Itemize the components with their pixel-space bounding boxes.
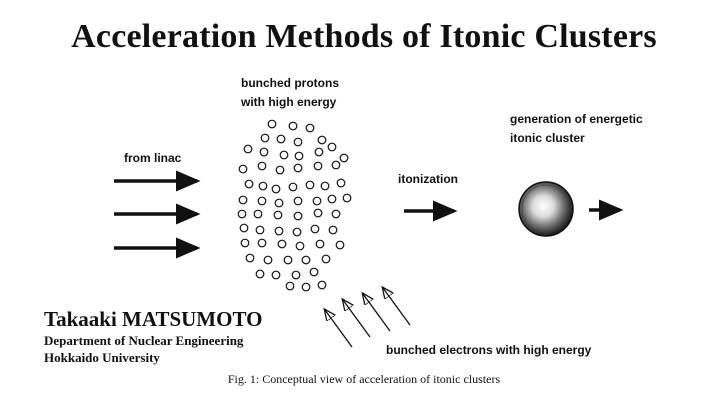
proton-circle	[336, 178, 346, 188]
author-name: Takaaki MATSUMOTO	[44, 307, 263, 331]
proton-circle	[295, 241, 305, 251]
protons-label-line2: with high energy	[241, 95, 337, 109]
itonic-cluster	[518, 181, 574, 237]
electron-arrow-4	[383, 288, 411, 326]
proton-circle	[258, 181, 268, 191]
proton-circle	[342, 193, 352, 203]
proton-circle	[255, 225, 265, 235]
proton-circle	[283, 255, 293, 265]
proton-circle	[331, 160, 341, 170]
proton-circle	[335, 240, 345, 250]
proton-circle	[294, 151, 304, 161]
proton-circle	[274, 198, 284, 208]
proton-circle	[331, 209, 341, 219]
proton-circle	[327, 194, 337, 204]
proton-circle	[293, 211, 303, 221]
proton-circle	[301, 255, 311, 265]
proton-circle	[267, 119, 277, 129]
electron-arrow-2	[343, 300, 371, 338]
proton-circle	[237, 209, 247, 219]
proton-circle	[328, 225, 338, 235]
electron-arrow-3	[363, 294, 391, 332]
proton-circle	[292, 227, 302, 237]
proton-circle	[288, 182, 298, 192]
proton-circle	[253, 209, 263, 219]
generation-label-line1: generation of energetic	[510, 112, 643, 126]
proton-circle	[327, 142, 337, 152]
figure-caption: Fig. 1: Conceptual view of acceleration …	[227, 372, 501, 386]
itonization-label: itonization	[398, 172, 458, 186]
proton-circle	[288, 121, 298, 131]
proton-circle	[238, 195, 248, 205]
proton-circle	[301, 282, 311, 292]
proton-circle	[245, 253, 255, 263]
diagram-title: Acceleration Methods of Itonic Clusters	[71, 18, 657, 55]
proton-circle	[310, 224, 320, 234]
proton-circle	[339, 153, 349, 163]
proton-circle	[305, 123, 315, 133]
proton-circle	[320, 181, 330, 191]
proton-circle	[293, 196, 303, 206]
proton-circle	[315, 239, 325, 249]
electron-arrow-1	[325, 310, 353, 348]
proton-circle	[312, 196, 322, 206]
proton-circle	[279, 150, 289, 160]
proton-circle	[317, 280, 327, 290]
proton-circle	[321, 254, 331, 264]
proton-circle	[271, 270, 281, 280]
proton-circle	[257, 238, 267, 248]
author-university: Hokkaido University	[44, 350, 160, 365]
proton-circle	[257, 196, 267, 206]
proton-circle	[263, 255, 273, 265]
proton-circle	[260, 133, 270, 143]
proton-circle	[305, 180, 315, 190]
from-linac-label: from linac	[124, 151, 182, 165]
proton-circle	[257, 161, 267, 171]
proton-circle	[291, 270, 301, 280]
protons-label-line1: bunched protons	[241, 76, 339, 90]
proton-circle	[255, 269, 265, 279]
author-department: Department of Nuclear Engineering	[44, 333, 244, 348]
proton-circle	[275, 165, 285, 175]
proton-circle	[314, 147, 324, 157]
proton-circle	[274, 226, 284, 236]
proton-circle	[313, 208, 323, 218]
proton-circle	[293, 137, 303, 147]
proton-bunch	[237, 119, 352, 292]
proton-circle	[244, 179, 254, 189]
proton-circle	[243, 144, 253, 154]
proton-circle	[240, 238, 250, 248]
proton-circle	[273, 210, 283, 220]
electrons-label: bunched electrons with high energy	[386, 343, 592, 357]
proton-circle	[271, 184, 281, 194]
proton-circle	[313, 161, 323, 171]
proton-circle	[309, 267, 319, 277]
proton-circle	[293, 163, 303, 173]
proton-circle	[276, 134, 286, 144]
proton-circle	[239, 223, 249, 233]
proton-circle	[317, 135, 327, 145]
proton-circle	[259, 147, 269, 157]
proton-circle	[277, 239, 287, 249]
proton-circle	[285, 281, 295, 291]
proton-circle	[238, 164, 248, 174]
generation-label-line2: itonic cluster	[510, 131, 585, 145]
